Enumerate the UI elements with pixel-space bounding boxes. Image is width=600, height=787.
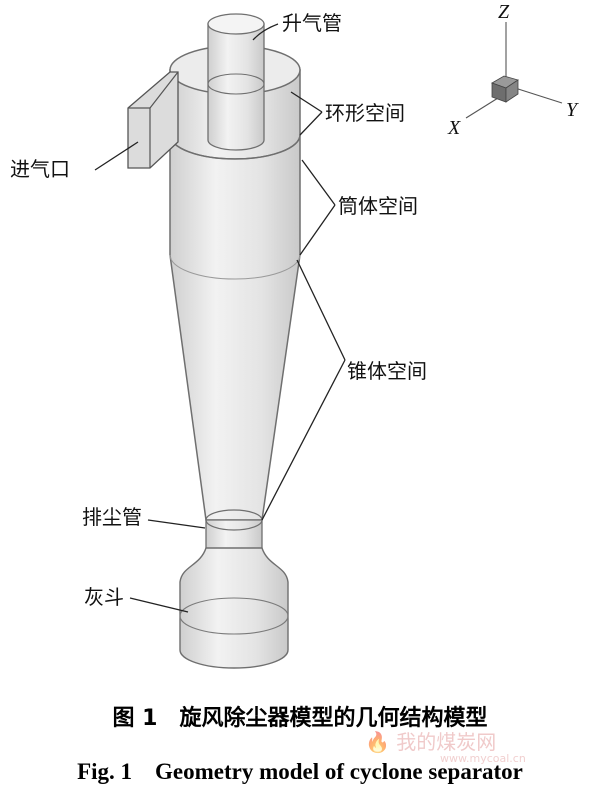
figure-caption-en: Fig. 1 Geometry model of cyclone separat…: [77, 759, 523, 784]
riser-pipe-shape: [207, 13, 265, 151]
label-dust-outlet-pipe: 排尘管: [82, 505, 142, 529]
label-cone-space: 锥体空间: [347, 359, 427, 383]
axis-triad: Z Y X: [447, 1, 579, 139]
label-riser-pipe: 升气管: [282, 11, 342, 35]
watermark-url: www.mycoal.cn: [440, 752, 526, 765]
cyclone-body: [169, 134, 301, 521]
cyclone-separator-diagram: 升气管 环形空间 进气口 筒体空间 锥体空间 排尘管 灰斗 Z Y X: [10, 1, 579, 669]
ash-hopper-shape: [179, 547, 289, 669]
leader-lines: [94, 23, 346, 613]
inlet-duct: [127, 71, 179, 169]
label-inlet: 进气口: [10, 157, 70, 181]
watermark-logo: 🔥 我的煤炭网: [365, 730, 497, 754]
axis-x-label: X: [447, 117, 461, 139]
axis-z-label: Z: [498, 1, 510, 23]
axis-cube-icon: [491, 75, 519, 103]
watermark-text: 我的煤炭网: [396, 730, 497, 754]
label-ash-hopper: 灰斗: [84, 585, 124, 609]
figure-caption-cn: 图 1 旋风除尘器模型的几何结构模型: [112, 706, 488, 731]
label-cylinder-space: 筒体空间: [338, 194, 418, 218]
label-annular-space: 环形空间: [325, 101, 405, 125]
axis-y-label: Y: [566, 99, 579, 121]
